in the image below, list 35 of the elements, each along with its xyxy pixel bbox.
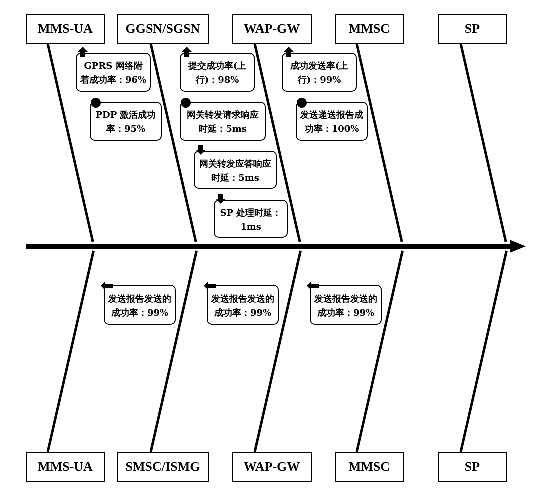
callout-text: 发送报告发送的成功率：99% [314,293,378,320]
callout-box [310,285,382,325]
callout-text: PDP 激活成功率：95% [94,109,158,137]
callout-text: 发送报告发送的成功率：99% [108,293,172,320]
system-box: SMSC/ISMG [117,452,209,482]
spine-arrow [26,240,526,253]
system-box: WAP-GW [232,452,312,482]
system-box: GGSN/SGSN [117,14,209,44]
system-box: SP [438,452,507,482]
system-box: WAP-GW [232,14,312,44]
callout-text: GPRS 网络附着成功率：96% [80,60,147,88]
callout-text: 提交成功率(上行)：98% [187,60,248,88]
bone-line [46,250,95,452]
system-box: SP [438,14,507,44]
bone-line [356,44,404,242]
callout-text: SP 处理时延：1ms [219,207,283,234]
bone-line [254,250,302,452]
callout-text: 网关转发应答响应时延：5ms [198,158,272,186]
bone-line [460,44,508,242]
callout-box [207,285,279,325]
system-box: MMSC [335,452,404,482]
callout-text: 发送报告发送的成功率：99% [211,293,275,320]
bone-line [46,44,94,242]
system-box: MMS-UA [26,14,105,44]
bone-line [150,250,198,452]
system-box: MMS-UA [26,452,105,482]
callout-text: 网关转发请求响应时延：5ms [186,109,260,137]
bone-line [356,250,404,452]
bone-line [150,44,198,242]
system-box: MMSC [335,14,404,44]
bone-line [460,250,508,452]
callout-text: 发送递送报告成功率：100% [300,109,364,137]
callout-box [104,285,176,325]
callout-text: 成功发送率(上行)：99% [289,60,350,88]
bone-line [254,44,302,242]
